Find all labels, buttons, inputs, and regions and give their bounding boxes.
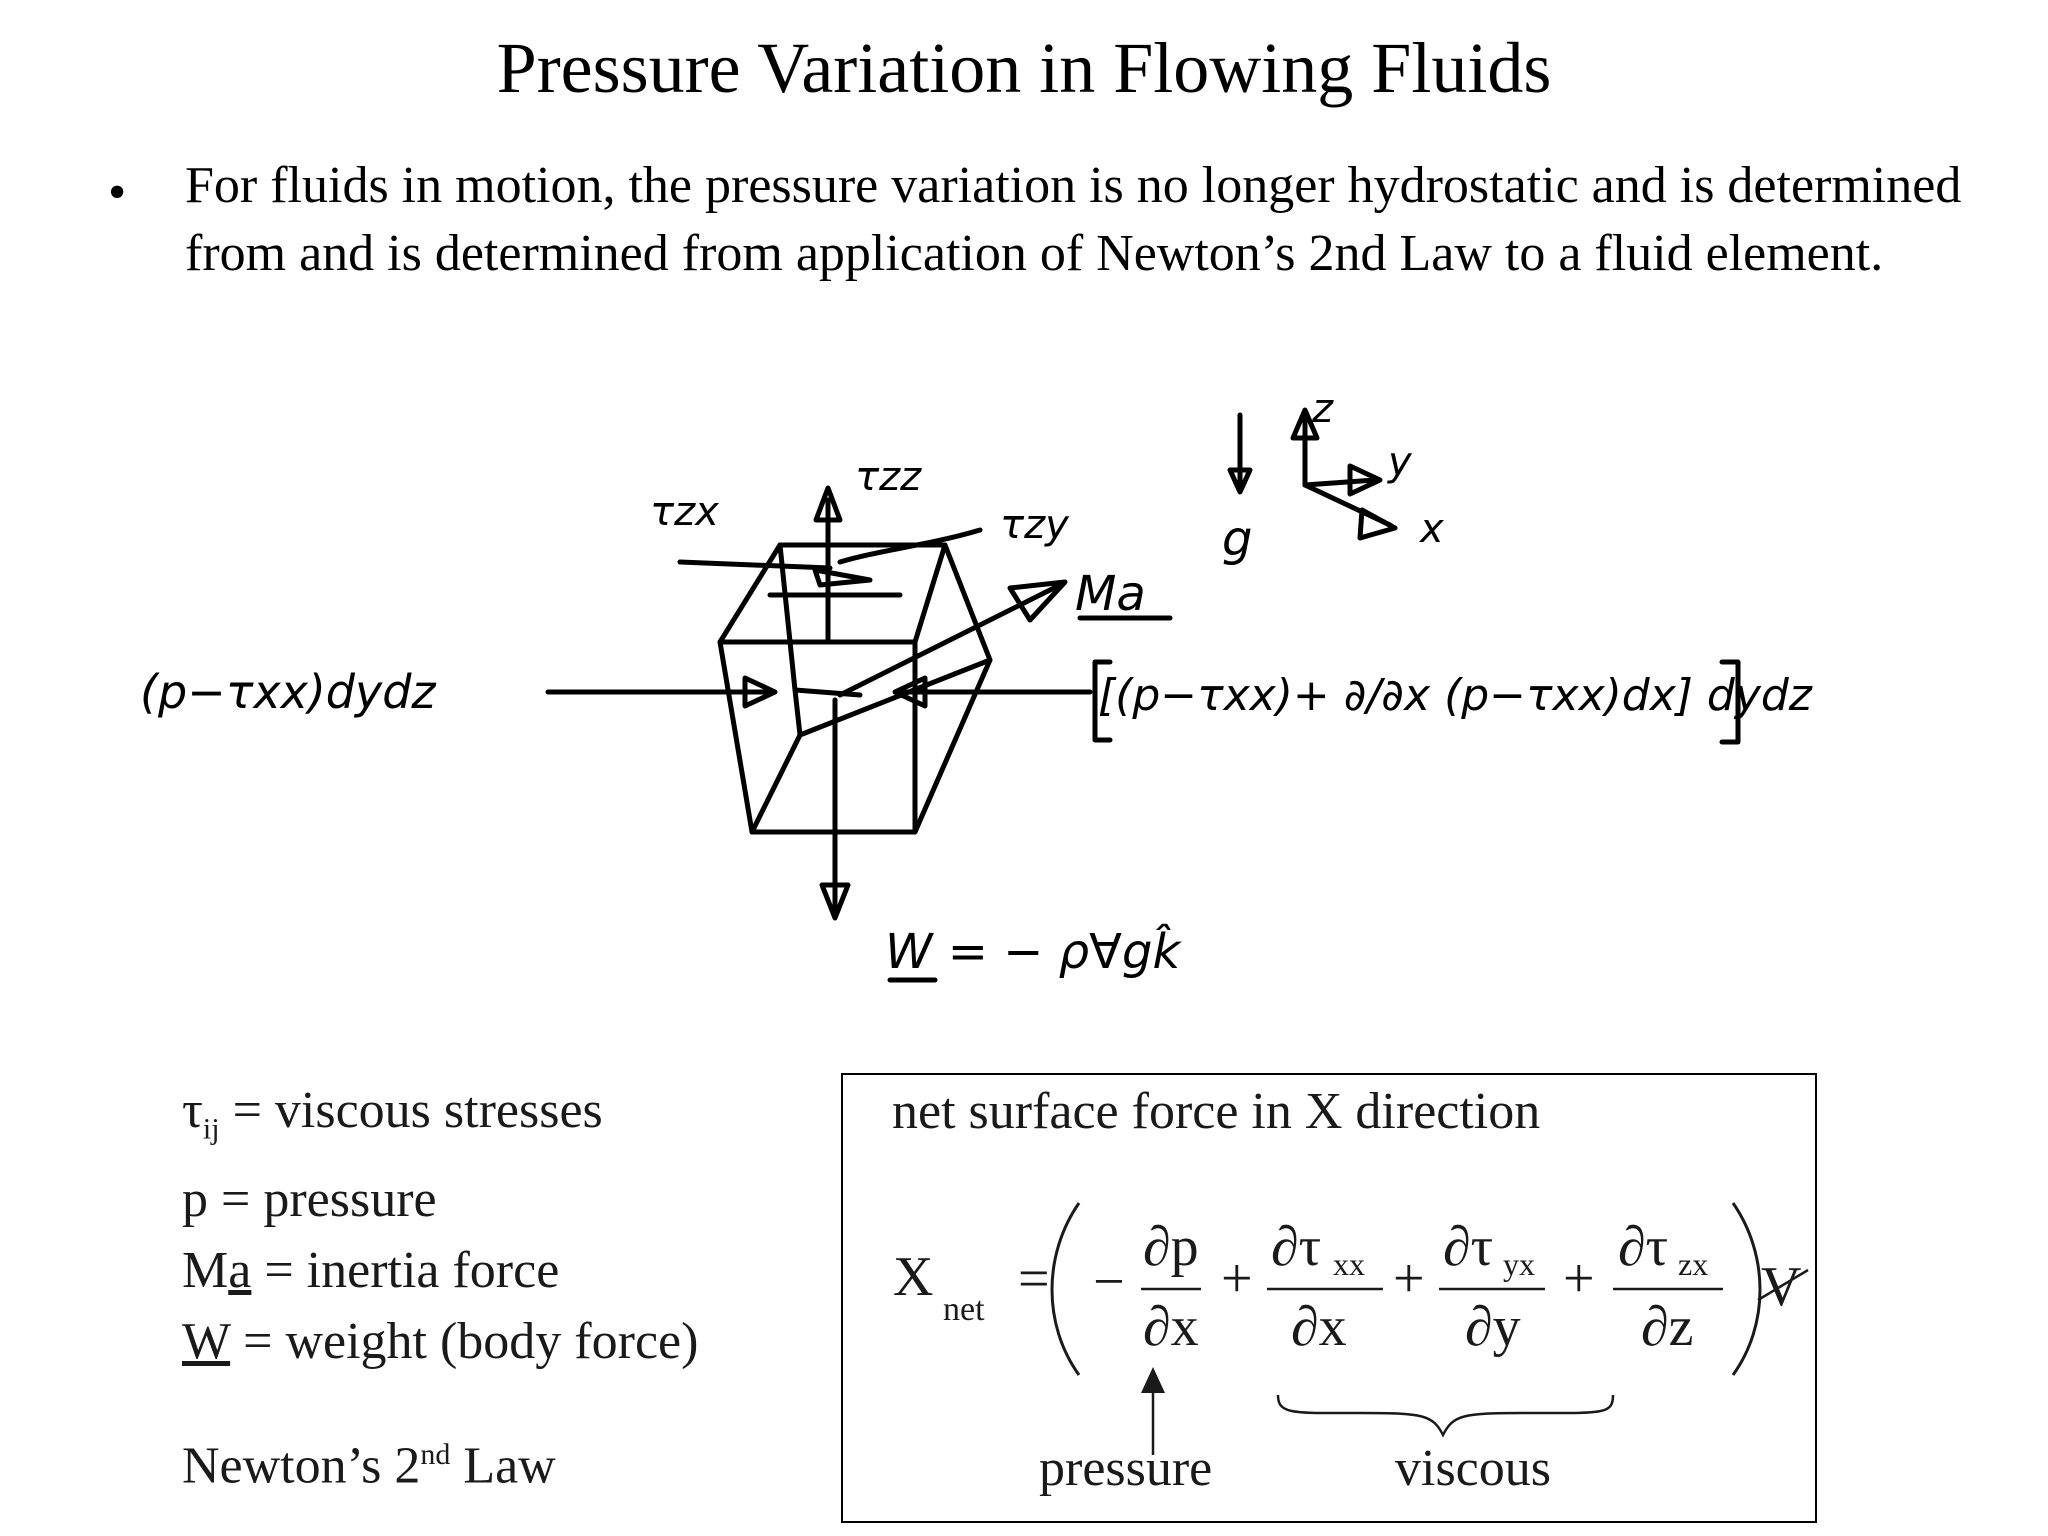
tau-description: = viscous stresses xyxy=(219,1082,603,1139)
tau-symbol: τ xyxy=(182,1082,203,1139)
weight-label: W = − ρ∀gk̂ xyxy=(885,922,1182,980)
equals-sign: = xyxy=(1018,1248,1050,1310)
right-force-label: [(p−τxx)+ ∂/∂x (p−τxx)dx] dydz xyxy=(1098,670,1813,721)
net-force-equation: X net = − ∂p ∂x + ∂τ xx ∂x + ∂τ yx ∂y + … xyxy=(893,1202,1809,1497)
tau-zy-label: τzy xyxy=(1000,502,1070,548)
plus-sign-2: + xyxy=(1393,1248,1425,1310)
term3-subscript: yx xyxy=(1503,1246,1535,1282)
tau-zx-label: τzx xyxy=(650,489,719,535)
term3-numerator: ∂τ xyxy=(1443,1216,1493,1278)
axis-z-label: z xyxy=(1311,386,1334,432)
w-underlined: W xyxy=(182,1313,231,1371)
pressure-label: pressure xyxy=(1039,1440,1212,1497)
equation-box-title: net surface force in X direction xyxy=(892,1083,1541,1140)
volume-symbol: V xyxy=(1761,1256,1801,1318)
bullet-dot: • xyxy=(108,164,127,221)
equation-box: net surface force in X direction X net =… xyxy=(841,1073,1817,1523)
term2-denominator: ∂x xyxy=(1291,1296,1347,1358)
fluid-element-sketch: (p−τxx)dydz [(p−τxx)+ ∂/∂x (p−τxx)dx] dy… xyxy=(140,386,1813,983)
ma-description: = inertia force xyxy=(251,1242,560,1300)
symbol-legend: τij = viscous stresses p = pressure Ma =… xyxy=(182,1075,822,1377)
term1-denominator: ∂x xyxy=(1143,1296,1199,1358)
bullet-text: For fluids in motion, the pressure varia… xyxy=(185,157,1962,282)
axis-y-label: y xyxy=(1387,439,1413,485)
plus-sign-1: + xyxy=(1221,1248,1253,1310)
tau-zz-label: τzz xyxy=(855,454,922,500)
gravity-label: g xyxy=(1222,511,1252,567)
term4-numerator: ∂τ xyxy=(1618,1216,1668,1278)
newton-prefix: Newton’s 2 xyxy=(182,1437,421,1495)
plus-sign-3: + xyxy=(1563,1248,1595,1310)
viscous-label: viscous xyxy=(1395,1440,1551,1497)
legend-pressure-row: p = pressure xyxy=(182,1171,437,1229)
legend-inertia-row: Ma = inertia force xyxy=(182,1235,822,1306)
inertia-label: Ma xyxy=(1075,566,1146,622)
axis-x-label: x xyxy=(1418,506,1444,552)
newton-suffix: Law xyxy=(450,1437,556,1495)
term2-numerator: ∂τ xyxy=(1271,1216,1321,1278)
term4-subscript: zx xyxy=(1678,1246,1708,1282)
tau-subscript: ij xyxy=(202,1112,220,1146)
legend-tau-row: τij = viscous stresses xyxy=(182,1075,822,1164)
term4-denominator: ∂z xyxy=(1641,1296,1694,1358)
left-force-label: (p−τxx)dydz xyxy=(140,665,436,719)
newton-sup: nd xyxy=(420,1438,451,1471)
term3-denominator: ∂y xyxy=(1465,1296,1521,1358)
w-description: = weight (body force) xyxy=(230,1313,699,1371)
term2-subscript: xx xyxy=(1333,1246,1365,1282)
x-net-symbol: X xyxy=(893,1246,933,1308)
ma-underlined: a xyxy=(228,1242,252,1300)
slide-title: Pressure Variation in Flowing Fluids xyxy=(496,28,1552,108)
minus-sign: − xyxy=(1093,1251,1125,1313)
x-net-subscript: net xyxy=(943,1291,985,1328)
legend-weight-row: W = weight (body force) xyxy=(182,1306,822,1377)
term1-numerator: ∂p xyxy=(1143,1216,1199,1278)
newton-label: Newton’s 2nd Law xyxy=(182,1420,556,1501)
ma-prefix: M xyxy=(182,1242,229,1300)
cube-drawing xyxy=(717,542,993,835)
